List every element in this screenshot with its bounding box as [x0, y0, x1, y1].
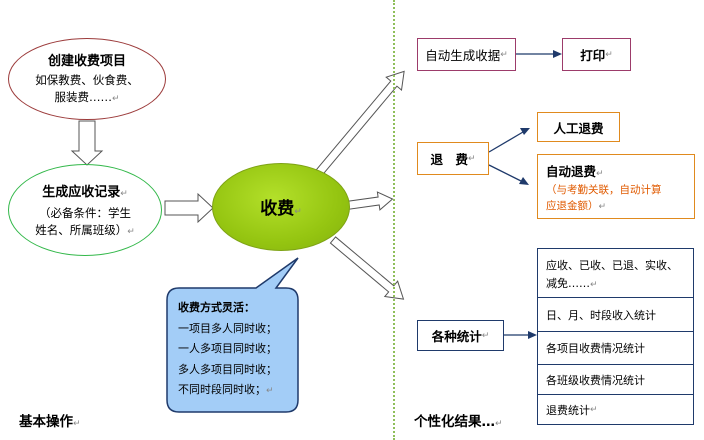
arrowhead — [553, 50, 562, 58]
auto-refund-title: 自动退费 — [546, 164, 597, 179]
section-divider — [393, 0, 395, 440]
receipt-box: 自动生成收据↵ — [417, 38, 516, 71]
generate-record-line1: （必备条件：学生 — [39, 206, 131, 220]
left-footer-label: 基本操作 — [19, 414, 73, 430]
stats-item-text: 日、月、时段收入统计 — [546, 308, 656, 322]
auto-refund-note-line2: 应退金额） — [546, 200, 599, 212]
return-mark: ↵ — [605, 49, 613, 60]
callout-content: 收费方式灵活： 一项目多人同时收； 一人多项目同时收； 多人多项目同时收； 不同… — [178, 298, 294, 402]
callout-line: 一项目多人同时收； — [178, 321, 277, 335]
generate-record-title: 生成应收记录 — [42, 185, 121, 200]
stats-item-text: 各班级收费情况统计 — [546, 373, 645, 387]
stats-item-text: 退费统计 — [546, 403, 590, 417]
stats-item: 日、月、时段收入统计 — [537, 297, 694, 332]
return-mark: ↵ — [120, 189, 128, 199]
generate-record-line2: 姓名、所属班级） — [35, 223, 128, 237]
callout-line: 不同时段同时收； — [178, 383, 266, 396]
callout-line: 多人多项目同时收； — [178, 362, 277, 376]
arrowhead — [519, 177, 529, 185]
create-item-ellipse: 创建收费项目 如保教费、伙食费、 服装费……↵ — [8, 38, 166, 120]
stats-box: 各种统计↵ — [417, 320, 504, 351]
callout-title: 收费方式灵活： — [178, 301, 255, 314]
return-mark: ↵ — [590, 404, 598, 415]
generate-record-ellipse: 生成应收记录↵ （必备条件：学生 姓名、所属班级）↵ — [8, 164, 162, 256]
left-footer: 基本操作↵ — [19, 410, 81, 430]
receipt-label: 自动生成收据 — [425, 48, 501, 63]
refund-box: 退 费↵ — [417, 142, 489, 175]
stats-item-text: 应收、已收、已退、实收、 — [546, 259, 678, 272]
create-item-line1: 如保教费、伙食费、 — [35, 73, 139, 87]
print-label: 打印 — [580, 48, 606, 63]
manual-refund-label: 人工退费 — [553, 120, 604, 136]
callout-balloon — [166, 257, 299, 413]
stats-item-text: 减免…… — [546, 277, 590, 290]
return-mark: ↵ — [294, 207, 302, 217]
return-mark: ↵ — [111, 94, 120, 104]
charge-ellipse: 收费↵ — [212, 163, 350, 251]
auto-refund-note-line1: （与考勤关联，自动计算 — [546, 184, 662, 196]
down-right-block-arrow — [329, 236, 405, 300]
return-mark: ↵ — [500, 49, 508, 60]
callout-line: 一人多项目同时收； — [178, 342, 277, 355]
stats-item: 应收、已收、已退、实收、 减免……↵ — [537, 248, 694, 298]
return-mark: ↵ — [590, 280, 598, 290]
stats-item: 退费统计↵ — [537, 394, 694, 425]
refund-label: 退 费 — [430, 152, 468, 167]
stats-item-text: 各项目收费情况统计 — [546, 342, 645, 355]
return-mark: ↵ — [127, 227, 135, 237]
arrowhead — [528, 331, 537, 339]
right-footer-label: 个性化结果… — [414, 414, 495, 430]
return-mark: ↵ — [598, 202, 607, 212]
stats-label: 各种统计 — [431, 329, 482, 344]
auto-refund-box: 自动退费↵ （与考勤关联，自动计算 应退金额）↵ — [537, 154, 695, 219]
return-mark: ↵ — [596, 169, 604, 179]
down-block-arrow — [70, 120, 104, 166]
charge-label: 收费 — [260, 199, 295, 219]
return-mark: ↵ — [481, 330, 490, 341]
right-footer: 个性化结果…↵ — [414, 410, 503, 430]
print-box: 打印↵ — [562, 38, 631, 71]
return-mark: ↵ — [467, 153, 476, 164]
create-item-title: 创建收费项目 — [47, 54, 126, 69]
right-block-arrow — [164, 192, 214, 224]
manual-refund-box: 人工退费 — [537, 112, 620, 142]
up-right-block-arrow — [314, 70, 405, 178]
return-mark: ↵ — [266, 386, 274, 396]
return-mark: ↵ — [495, 419, 503, 429]
return-mark: ↵ — [73, 419, 81, 429]
stats-item: 各项目收费情况统计 — [537, 331, 694, 365]
stats-item: 各班级收费情况统计 — [537, 364, 694, 395]
create-item-line2: 服装费…… — [54, 90, 112, 104]
arrowhead — [520, 128, 530, 135]
